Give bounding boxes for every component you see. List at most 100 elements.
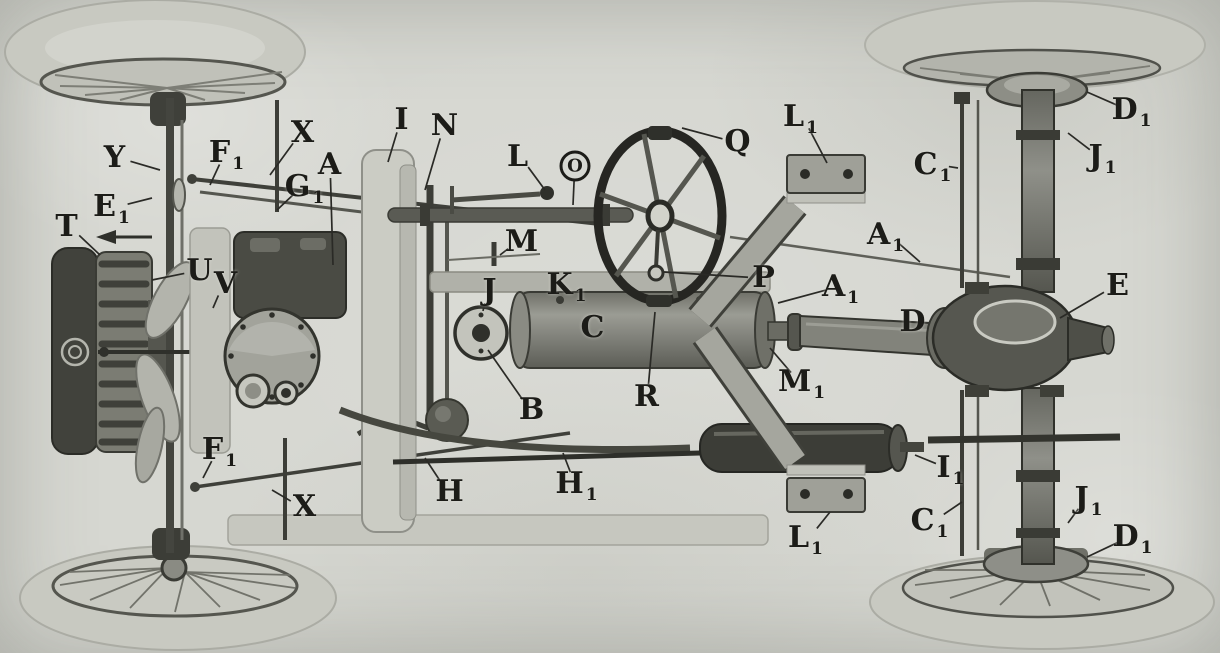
label-subscript: 1	[1104, 158, 1118, 178]
part-label-G1: G1	[284, 169, 325, 207]
label-letter: D	[899, 304, 927, 339]
label-letter: I	[394, 102, 410, 137]
leader-line-L1-top	[808, 127, 828, 164]
label-subscript: 1	[585, 485, 599, 505]
leader-line-O	[572, 178, 576, 206]
label-subscript: 1	[813, 383, 827, 403]
steering-column	[387, 186, 634, 266]
part-label-I1: I1	[936, 450, 966, 488]
wheel-top-right	[864, 0, 1206, 109]
label-letter: J	[1088, 139, 1104, 174]
part-label-Q: Q	[724, 127, 751, 157]
part-label-M: M	[505, 227, 539, 257]
differential	[926, 282, 1115, 397]
torque-tube	[767, 313, 949, 358]
label-letter: Q	[724, 124, 752, 159]
part-label-E: E	[1106, 271, 1130, 301]
leader-line-D1-bottom	[1086, 541, 1119, 558]
leader-line-H1	[562, 452, 572, 473]
leader-line-A	[329, 177, 334, 266]
label-letter: I	[936, 450, 952, 485]
label-letter: J	[482, 273, 498, 308]
label-letter: X	[290, 115, 316, 150]
leader-line-C1-top	[948, 165, 959, 169]
part-label-H1: H1	[555, 466, 598, 504]
label-letter: K	[546, 267, 574, 302]
crankcase	[223, 307, 321, 409]
part-label-D1-bottom: D1	[1113, 522, 1154, 557]
leader-line-F1-top	[209, 164, 221, 186]
label-letter: U	[186, 253, 214, 288]
label-letter: P	[752, 260, 776, 295]
label-letter: M	[777, 364, 813, 399]
leader-line-J1-bottom	[1067, 508, 1080, 524]
part-label-P: P	[752, 263, 776, 293]
label-letter: A	[317, 147, 343, 182]
label-letter: F	[208, 135, 232, 170]
leader-line-V	[212, 295, 220, 309]
label-letter: H	[435, 474, 465, 509]
label-letter: C	[910, 503, 936, 538]
part-label-C1-bottom: C1	[910, 503, 950, 541]
label-subscript: 1	[1139, 111, 1153, 131]
wheel-top-left	[4, 0, 306, 126]
leader-line-M1	[769, 347, 792, 374]
label-letter: C	[580, 310, 606, 345]
leader-line-B	[487, 349, 524, 401]
label-subscript: 1	[118, 208, 131, 228]
part-label-L1-bottom: L1	[788, 520, 824, 558]
label-letter: O	[567, 155, 583, 176]
label-letter: L	[506, 139, 530, 174]
part-label-U: U	[186, 256, 213, 286]
label-letter: E	[1106, 268, 1130, 303]
part-label-I: I	[394, 105, 409, 135]
part-label-D1-top: D1	[1112, 95, 1153, 130]
part-label-J1-bottom: J1	[1074, 481, 1103, 519]
leader-line-U	[151, 272, 185, 281]
leader-line-N	[424, 138, 442, 191]
fan-blades	[98, 261, 258, 484]
spring-bracket-bottom	[786, 477, 866, 513]
leader-line-Y	[130, 160, 161, 171]
leader-line-A1-lower	[777, 289, 826, 304]
label-letter: N	[430, 108, 460, 143]
part-label-F1-top: F1	[208, 135, 245, 173]
label-letter: H	[555, 466, 585, 501]
part-label-C1-top: C1	[913, 147, 953, 185]
leader-line-G1	[276, 194, 294, 211]
part-label-T: T	[55, 212, 78, 242]
leader-lines	[78, 91, 1119, 558]
part-label-J: J	[482, 276, 497, 306]
leader-line-E1	[127, 197, 153, 205]
part-label-V: V	[214, 269, 238, 299]
brake-rod	[338, 406, 701, 465]
part-label-L1-top: L1	[783, 102, 819, 137]
part-label-C: C	[581, 313, 606, 343]
label-letter: G	[284, 169, 312, 204]
label-letter: C	[913, 147, 939, 182]
leader-line-D1-top	[1086, 91, 1118, 106]
label-subscript: 1	[574, 286, 588, 306]
label-letter: R	[634, 379, 660, 414]
leader-line-T	[78, 234, 101, 256]
leader-line-H	[424, 457, 442, 482]
leader-line-I	[387, 132, 398, 163]
part-label-E1: E1	[93, 189, 131, 227]
wheel-bottom-left	[19, 528, 337, 651]
part-label-O: O	[559, 150, 591, 182]
wheel-bottom-right	[869, 544, 1215, 650]
label-letter: L	[788, 520, 811, 555]
part-label-H: H	[435, 477, 464, 507]
leader-line-M	[499, 247, 509, 256]
label-subscript: 1	[232, 154, 246, 174]
radius-rods	[927, 92, 1121, 556]
rear-axle-tubes	[1016, 89, 1060, 565]
label-letter: E	[93, 189, 118, 224]
label-letter: X	[292, 489, 318, 524]
part-label-A1-lower: A1	[822, 272, 860, 307]
label-letter: F	[201, 432, 225, 467]
part-label-B: B	[519, 395, 545, 425]
label-subscript: 1	[1090, 500, 1104, 520]
label-subscript: 1	[312, 188, 326, 208]
label-letter: J	[1074, 481, 1090, 516]
